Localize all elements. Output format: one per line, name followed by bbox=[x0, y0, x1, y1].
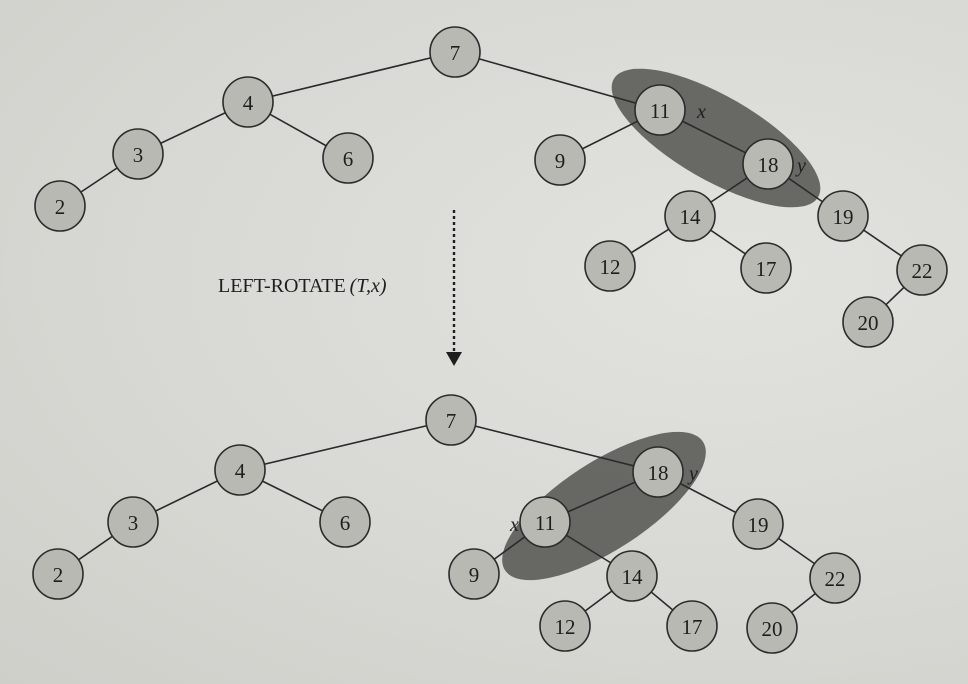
node-key: 20 bbox=[858, 311, 879, 335]
node-circle bbox=[539, 600, 591, 652]
node-after-20: 20 bbox=[746, 602, 798, 654]
node-key: 17 bbox=[682, 615, 703, 639]
node-key: 11 bbox=[535, 511, 555, 535]
node-key: 7 bbox=[450, 41, 461, 65]
node-key: 20 bbox=[762, 617, 783, 641]
node-circle bbox=[817, 190, 869, 242]
node-key: 19 bbox=[833, 205, 854, 229]
node-before-3: 3 bbox=[112, 128, 164, 180]
node-circle bbox=[112, 128, 164, 180]
node-after-4: 4 bbox=[214, 444, 266, 496]
operation-args: (T,x) bbox=[350, 275, 387, 297]
edge-before-7-11 bbox=[454, 51, 661, 111]
node-circle bbox=[584, 240, 636, 292]
node-key: 3 bbox=[128, 511, 139, 535]
node-key: 9 bbox=[555, 149, 566, 173]
node-key: 6 bbox=[343, 147, 354, 171]
node-before-22: 22 bbox=[896, 244, 948, 296]
node-circle bbox=[322, 132, 374, 184]
edge-after-7-4 bbox=[239, 419, 452, 471]
node-before-17: 17 bbox=[740, 242, 792, 294]
node-key: 12 bbox=[600, 255, 621, 279]
node-after-12: 12 bbox=[539, 600, 591, 652]
node-after-19: 19 bbox=[732, 498, 784, 550]
rotate-arrow-head bbox=[446, 352, 462, 366]
edge-after-7-18 bbox=[450, 419, 659, 473]
node-before-14: 14 bbox=[664, 190, 716, 242]
node-circle bbox=[666, 600, 718, 652]
node-circle bbox=[429, 26, 481, 78]
node-after-14: 14 bbox=[606, 550, 658, 602]
node-after-17: 17 bbox=[666, 600, 718, 652]
node-after-2: 2 bbox=[32, 548, 84, 600]
node-before-20: 20 bbox=[842, 296, 894, 348]
y-label-before: y bbox=[795, 155, 806, 177]
node-circle bbox=[107, 496, 159, 548]
node-key: 14 bbox=[680, 205, 702, 229]
x-label-before: x bbox=[696, 101, 706, 123]
node-circle bbox=[664, 190, 716, 242]
node-key: 4 bbox=[235, 459, 246, 483]
node-before-2: 2 bbox=[34, 180, 86, 232]
node-circle bbox=[732, 498, 784, 550]
node-before-6: 6 bbox=[322, 132, 374, 184]
node-circle bbox=[519, 496, 571, 548]
node-circle bbox=[634, 84, 686, 136]
node-key: 3 bbox=[133, 143, 144, 167]
node-circle bbox=[896, 244, 948, 296]
node-before-9: 9 bbox=[534, 134, 586, 186]
node-key: 19 bbox=[748, 513, 769, 537]
y-label-after: y bbox=[687, 463, 698, 485]
node-key: 12 bbox=[555, 615, 576, 639]
node-key: 2 bbox=[53, 563, 64, 587]
operation-name: LEFT-ROTATE(T,x) bbox=[218, 275, 387, 297]
node-circle bbox=[534, 134, 586, 186]
x-label-after: x bbox=[509, 514, 519, 536]
node-circle bbox=[742, 138, 794, 190]
node-key: 18 bbox=[758, 153, 779, 177]
node-key: 22 bbox=[825, 567, 846, 591]
node-circle bbox=[222, 76, 274, 128]
node-key: 17 bbox=[756, 257, 777, 281]
node-circle bbox=[34, 180, 86, 232]
operation-name-text: LEFT-ROTATE bbox=[218, 275, 346, 297]
node-circle bbox=[214, 444, 266, 496]
node-after-7: 7 bbox=[425, 394, 477, 446]
node-key: 7 bbox=[446, 409, 457, 433]
node-circle bbox=[746, 602, 798, 654]
edge-before-7-4 bbox=[247, 51, 456, 103]
node-before-7: 7 bbox=[429, 26, 481, 78]
node-circle bbox=[319, 496, 371, 548]
node-key: 9 bbox=[469, 563, 480, 587]
node-before-18: 18 bbox=[742, 138, 794, 190]
highlight-after bbox=[502, 431, 706, 581]
node-key: 14 bbox=[622, 565, 644, 589]
node-key: 2 bbox=[55, 195, 66, 219]
node-key: 18 bbox=[648, 461, 669, 485]
node-after-22: 22 bbox=[809, 552, 861, 604]
node-circle bbox=[448, 548, 500, 600]
node-circle bbox=[32, 548, 84, 600]
node-after-11: 11 bbox=[519, 496, 571, 548]
node-key: 11 bbox=[650, 99, 670, 123]
node-after-6: 6 bbox=[319, 496, 371, 548]
node-circle bbox=[425, 394, 477, 446]
node-key: 22 bbox=[912, 259, 933, 283]
node-circle bbox=[809, 552, 861, 604]
node-key: 4 bbox=[243, 91, 254, 115]
node-key: 6 bbox=[340, 511, 351, 535]
node-circle bbox=[740, 242, 792, 294]
node-circle bbox=[632, 446, 684, 498]
node-before-11: 11 bbox=[634, 84, 686, 136]
node-before-12: 12 bbox=[584, 240, 636, 292]
node-after-3: 3 bbox=[107, 496, 159, 548]
node-before-4: 4 bbox=[222, 76, 274, 128]
node-after-18: 18 bbox=[632, 446, 684, 498]
node-circle bbox=[842, 296, 894, 348]
node-circle bbox=[606, 550, 658, 602]
node-before-19: 19 bbox=[817, 190, 869, 242]
node-after-9: 9 bbox=[448, 548, 500, 600]
